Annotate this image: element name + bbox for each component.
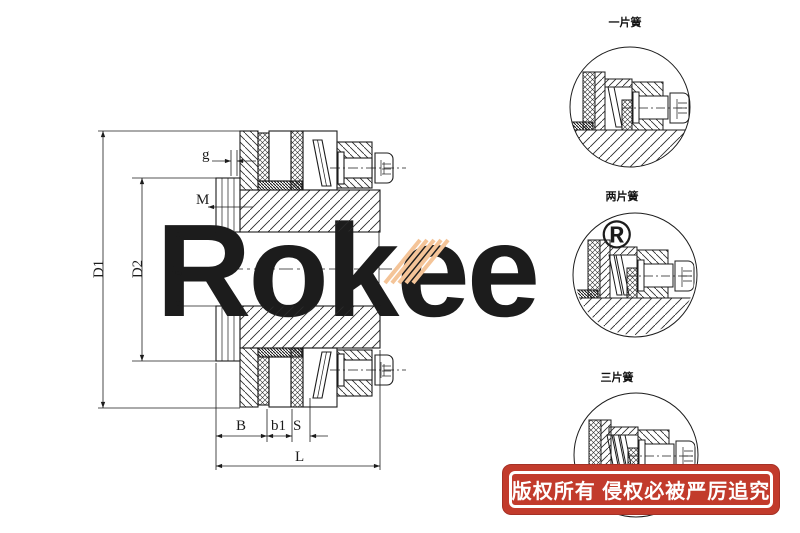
- detail-view-one-spring: [569, 46, 691, 168]
- label-S: S: [293, 418, 301, 434]
- dimension-labels: D1 D2 d1 g M B b1 S L: [91, 147, 304, 465]
- bolt-top: [330, 151, 406, 185]
- detail-1-label: 一片簧: [609, 15, 642, 29]
- detail-3-label: 三片簧: [601, 370, 634, 384]
- label-g: g: [202, 147, 210, 163]
- shaft-bore: [216, 231, 380, 307]
- watermark-stripes: [383, 238, 450, 285]
- detail-2-label: 两片簧: [606, 189, 639, 203]
- dimension-D2: [132, 177, 216, 362]
- label-d1: d1: [170, 262, 186, 277]
- label-B: B: [236, 418, 246, 434]
- detail-view-two-springs: [572, 212, 698, 338]
- detail-3-circle: [573, 392, 699, 518]
- hub-lower: [239, 305, 381, 349]
- label-b1: b1: [271, 418, 286, 434]
- copyright-stamp: 版权所有 侵权必被严厉追究: [502, 464, 780, 515]
- label-D2: D2: [130, 260, 146, 278]
- disc-spring-bottom: [312, 351, 332, 399]
- copyright-stamp-border: 版权所有 侵权必被严厉追究: [509, 471, 773, 508]
- detail-2-circle: [572, 212, 698, 338]
- flange-top: [239, 130, 406, 191]
- dimensions: [98, 130, 381, 470]
- bolt-bottom: [330, 353, 406, 387]
- flange-bottom: [239, 347, 406, 408]
- dimension-d1: [168, 231, 216, 307]
- label-D1: D1: [91, 260, 107, 278]
- detail-1-circle: [569, 46, 691, 168]
- label-L: L: [295, 449, 304, 465]
- disc-spring-top: [312, 139, 332, 187]
- main-section-view: [204, 130, 406, 408]
- copyright-text: 版权所有 侵权必被严厉追究: [511, 481, 771, 503]
- brand-watermark: Rokee ®: [156, 197, 631, 344]
- hub-upper: [239, 189, 381, 233]
- label-M: M: [196, 192, 209, 208]
- dimension-g: [212, 150, 256, 176]
